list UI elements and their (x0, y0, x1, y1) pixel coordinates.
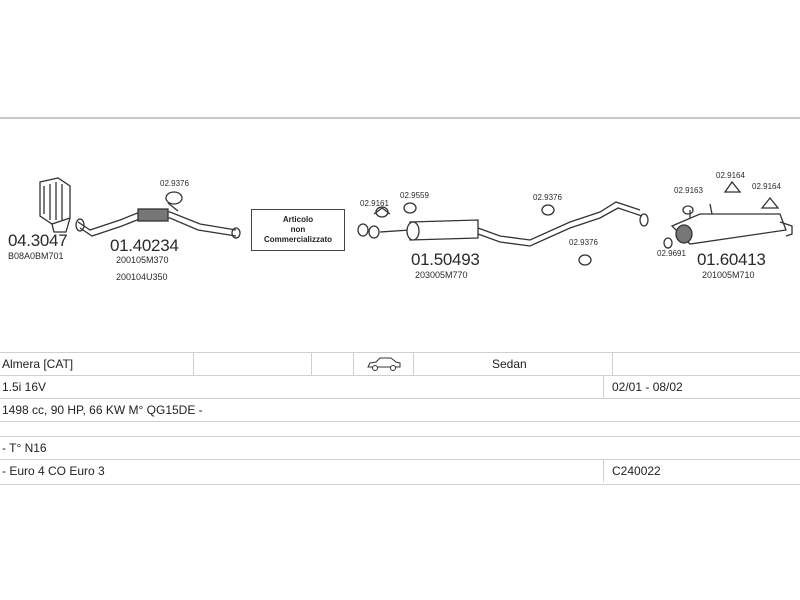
emission-cell: - Euro 4 CO Euro 3 (2, 464, 105, 478)
table-bottom-border (0, 484, 800, 485)
accessory-code-label: 02.9376 (569, 238, 598, 247)
accessory-code-label: 02.9376 (533, 193, 562, 202)
part-ref-label: 200105M370 (116, 255, 169, 265)
note-line: Commercializzato (263, 235, 333, 244)
body-type-cell: Sedan (492, 357, 527, 371)
part-code-label: 04.3047 (8, 231, 68, 250)
accessory-code-label: 02.9164 (752, 182, 781, 191)
catalytic-converter-part (39, 177, 71, 233)
table-row: 1.5i 16V 02/01 - 08/02 (0, 375, 800, 398)
part-code-label: 01.60413 (697, 250, 766, 269)
front-pipe-part (75, 191, 241, 239)
rear-silencer-part (663, 180, 793, 249)
exhaust-diagram: 04.3047 B08A0BM701 01.40234 200105M370 2… (8, 171, 793, 282)
table-row (0, 421, 800, 434)
part-code-label: 01.40234 (110, 236, 179, 255)
not-available-note: Articolo non Commercializzato (251, 209, 345, 251)
period-cell: 02/01 - 08/02 (612, 380, 683, 394)
table-row: Almera [CAT] Sedan (0, 352, 800, 375)
accessory-code-label: 02.9161 (360, 199, 389, 208)
car-sedan-icon (366, 356, 402, 375)
accessory-code-label: 02.9376 (160, 179, 189, 188)
accessory-code-label: 02.9559 (400, 191, 429, 200)
accessory-code-label: 02.9164 (716, 171, 745, 180)
accessory-code-label: 02.9691 (657, 249, 686, 258)
middle-silencer-part (357, 201, 649, 266)
accessory-code-label: 02.9163 (674, 186, 703, 195)
table-row: - Euro 4 CO Euro 3 C240022 (0, 459, 800, 482)
table-row: 1498 cc, 90 HP, 66 KW M° QG15DE - (0, 398, 800, 421)
part-ref-label: 203005M770 (415, 270, 468, 280)
part-ref-label: 200104U350 (116, 272, 168, 282)
engine-cell: 1.5i 16V (2, 380, 47, 394)
table-row: - T° N16 (0, 436, 800, 459)
part-code-label: 01.50493 (411, 250, 480, 269)
exhaust-drawing (39, 177, 793, 266)
note-line: Articolo (282, 215, 314, 224)
part-ref-label: 201005M710 (702, 270, 755, 280)
extra-cell: - T° N16 (2, 441, 47, 455)
part-ref-label: B08A0BM701 (8, 251, 64, 261)
note-line: non (290, 225, 306, 234)
specs-cell: 1498 cc, 90 HP, 66 KW M° QG15DE - (2, 403, 203, 417)
catalog-code-cell: C240022 (612, 464, 661, 478)
top-divider (0, 117, 800, 119)
model-cell: Almera [CAT] (2, 357, 74, 371)
